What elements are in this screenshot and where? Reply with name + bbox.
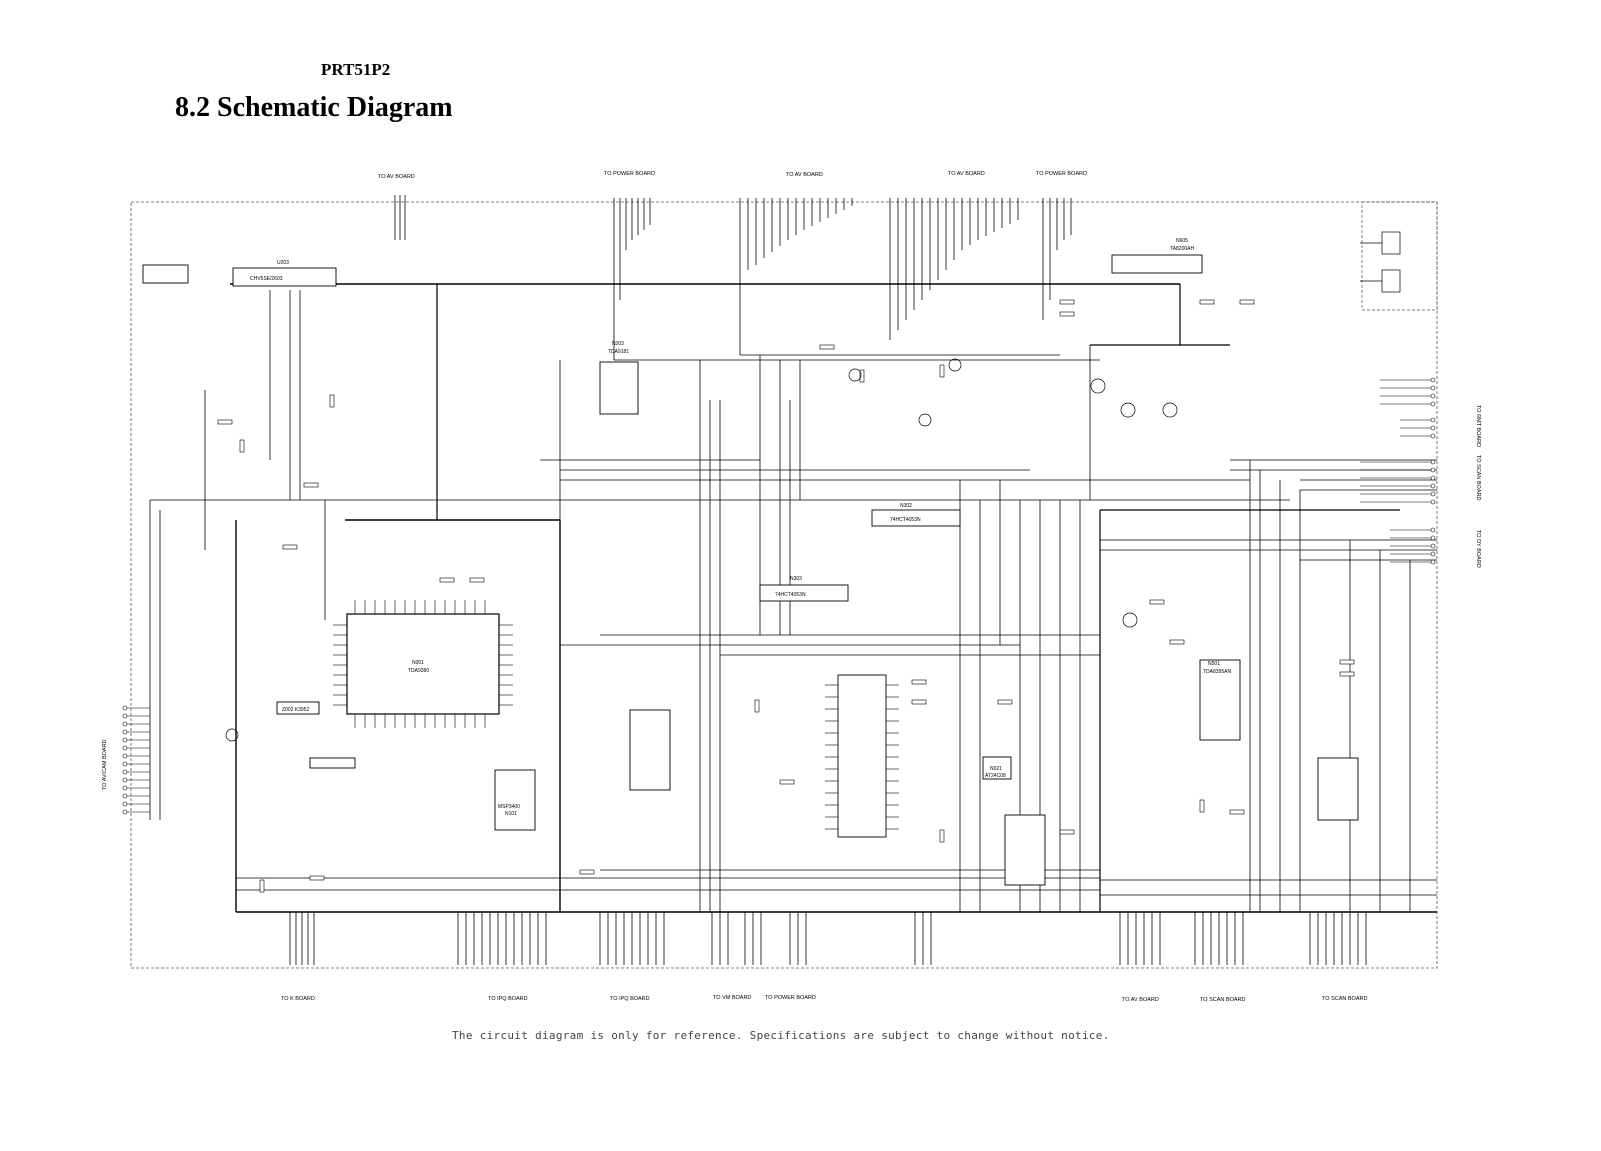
saw-filter-label: Z002 K3952 bbox=[282, 707, 309, 713]
transistors bbox=[225, 358, 1178, 742]
saw-filter bbox=[276, 701, 320, 715]
ic-blocks bbox=[142, 254, 1359, 886]
memory-ic bbox=[982, 756, 1012, 780]
sound-ic-part: TA8200AH bbox=[1170, 246, 1194, 252]
label-top-power-2: TO POWER BOARD bbox=[1036, 171, 1087, 177]
if-ic-ref: N203 bbox=[612, 341, 624, 347]
label-right-dy: TO DY BOARD bbox=[1475, 530, 1481, 568]
label-top-av-3: TO AV BOARD bbox=[948, 171, 985, 177]
switch-ic-2-ref: N303 bbox=[790, 576, 802, 582]
switch-ic-ref: N302 bbox=[900, 503, 912, 509]
label-left-av-cam: TO AV/CAM BOARD bbox=[102, 739, 108, 790]
scan-ic bbox=[1199, 659, 1241, 741]
switch-ic-1 bbox=[871, 509, 961, 527]
label-bottom-vm: TO VM BOARD bbox=[713, 995, 751, 1001]
model-number: PRT51P2 bbox=[321, 60, 391, 79]
horizontal-ic bbox=[1317, 757, 1359, 821]
label-bottom-ipq-1: TO IPQ BOARD bbox=[488, 996, 528, 1002]
signal-ic-left bbox=[494, 769, 536, 831]
tuner-block bbox=[232, 267, 337, 287]
tuner-adapter bbox=[142, 264, 189, 284]
tda-chip-part: MSP3400 bbox=[498, 804, 520, 810]
page-title: 8.2 Schematic Diagram bbox=[175, 92, 453, 123]
label-bottom-power: TO POWER BOARD bbox=[765, 995, 816, 1001]
sound-ic-ref: N605 bbox=[1176, 238, 1188, 244]
schematic-frame bbox=[130, 201, 1438, 969]
passives bbox=[217, 299, 1355, 893]
tda-chip-ref: N101 bbox=[505, 811, 517, 817]
label-bottom-k: TO K BOARD bbox=[281, 996, 315, 1002]
tuner-part: CHV5SE/2603 bbox=[250, 276, 283, 282]
sound-processor bbox=[1004, 814, 1046, 886]
label-bottom-av: TO AV BOARD bbox=[1122, 997, 1159, 1003]
main-cpu bbox=[346, 613, 500, 715]
switch-ic-2-part: 74HCT4053N bbox=[775, 592, 806, 598]
cpu-ref: N001 bbox=[412, 660, 424, 666]
video-processor-pins bbox=[825, 684, 899, 830]
sif-filter bbox=[309, 757, 356, 769]
label-top-power: TO POWER BOARD bbox=[604, 171, 655, 177]
cpu-pins bbox=[333, 600, 513, 728]
video-proc-ref: N501 bbox=[1208, 661, 1220, 667]
audio-jack-box bbox=[1361, 201, 1438, 311]
left-connectors bbox=[122, 705, 128, 815]
sound-amp bbox=[1111, 254, 1203, 274]
label-right-rmt: TO RMT BOARD bbox=[1475, 405, 1481, 447]
tuner-ref: U203 bbox=[277, 260, 289, 266]
switch-ic-part: 74HCT4053N bbox=[890, 517, 921, 523]
bus-ic bbox=[629, 709, 671, 791]
audio-jacks bbox=[1360, 231, 1401, 293]
left-connector-leads bbox=[127, 707, 150, 813]
memory-ic-part: AT24C08 bbox=[985, 773, 1006, 779]
footer-note: The circuit diagram is only for referenc… bbox=[452, 1029, 1110, 1042]
label-right-scan: TO SCAN BOARD bbox=[1475, 455, 1481, 500]
memory-ic-ref: N021 bbox=[990, 766, 1002, 772]
switch-ic-2 bbox=[759, 584, 849, 602]
if-ic-part: TDA9181 bbox=[608, 349, 629, 355]
cpu-part: TDA9380 bbox=[408, 668, 429, 674]
label-top-av-1: TO AV BOARD bbox=[378, 174, 415, 180]
video-processor bbox=[837, 674, 887, 838]
label-top-av-2: TO AV BOARD bbox=[786, 172, 823, 178]
label-bottom-scan-2: TO SCAN BOARD bbox=[1322, 996, 1367, 1002]
right-connectors bbox=[1430, 377, 1436, 565]
video-proc-part: TDA8395AN bbox=[1203, 669, 1231, 675]
label-bottom-scan-1: TO SCAN BOARD bbox=[1200, 997, 1245, 1003]
right-connector-leads bbox=[1360, 379, 1431, 563]
label-bottom-ipq-2: TO IPQ BOARD bbox=[610, 996, 650, 1002]
if-ic bbox=[599, 361, 639, 415]
